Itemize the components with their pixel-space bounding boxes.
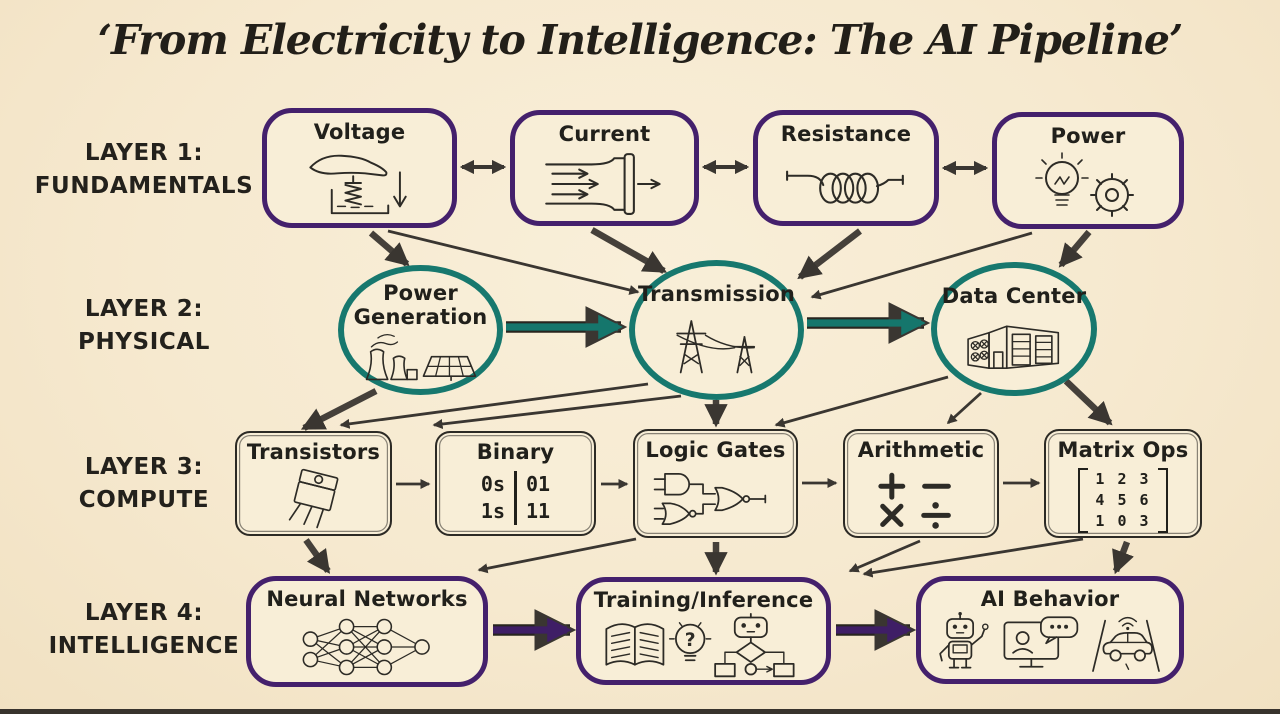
- bulb-question-mark: ?: [684, 630, 695, 651]
- layer-1-label: LAYER 1: FUNDAMENTALS: [18, 137, 270, 202]
- matrix-rows: 1 2 3 4 5 6 1 0 3: [1088, 468, 1157, 533]
- matrix-bracket-right: [1157, 468, 1168, 533]
- node-label: Matrix Ops: [1057, 438, 1189, 462]
- binary-cell: 0s: [480, 472, 505, 496]
- layer-4-line1: LAYER 4:: [84, 600, 204, 626]
- matrix-bracket-left: [1078, 468, 1089, 533]
- node-label-line2: Generation: [353, 305, 488, 330]
- node-matrix-ops: Matrix Ops 1 2 3 4 5 6 1 0 3: [1044, 429, 1202, 538]
- layer-4-line2: INTELLIGENCE: [48, 632, 240, 659]
- layer-2-label: LAYER 2: PHYSICAL: [18, 293, 270, 358]
- binary-right-column: 01 11: [514, 471, 559, 525]
- node-binary: Binary 0s 1s 01 11: [435, 431, 596, 536]
- cooling-towers-solar-panel-icon: [365, 334, 476, 382]
- binary-cell: 11: [526, 499, 551, 523]
- layer-3-line1: LAYER 3:: [84, 454, 204, 480]
- server-building-icon: [967, 325, 1060, 370]
- node-label: Voltage: [313, 120, 406, 144]
- lightbulb-gear-icon: [1035, 152, 1134, 217]
- node-label: Data Center: [941, 284, 1087, 308]
- node-label: Arithmetic: [857, 438, 985, 462]
- diagram-title: ‘From Electricity to Intelligence: The A…: [97, 16, 1184, 64]
- layer-1-line2: FUNDAMENTALS: [34, 172, 254, 199]
- pylon-towers-icon: [675, 320, 755, 374]
- node-data-center: Data Center: [931, 262, 1097, 396]
- layer-3-line2: COMPUTE: [78, 486, 210, 513]
- binary-left-column: 0s 1s: [472, 471, 514, 525]
- node-neural-networks: Neural Networks: [246, 576, 488, 687]
- node-current: Current: [510, 110, 699, 226]
- node-power: Power: [992, 112, 1184, 229]
- node-training-inference: Training/Inference ?: [576, 577, 831, 685]
- matrix-grid: 1 2 3 4 5 6 1 0 3: [1078, 468, 1168, 533]
- matrix-row: 4 5 6: [1095, 491, 1151, 509]
- robot-chat-car-icon: [939, 612, 1160, 672]
- plus-minus-times-divide-icon: [878, 472, 951, 529]
- node-label: AI Behavior: [980, 587, 1120, 611]
- flow-arrows-pipe-icon: [544, 152, 661, 215]
- hand-pressure-spring-water-icon: [308, 154, 407, 214]
- node-label: Resistance: [780, 122, 912, 146]
- and-or-gates-icon: [653, 473, 766, 525]
- node-label: Binary: [476, 440, 555, 464]
- layer-2-line2: PHYSICAL: [77, 328, 211, 355]
- node-transistors: Transistors: [235, 431, 392, 536]
- node-label: Power: [1050, 124, 1126, 148]
- node-label: Transistors: [246, 440, 381, 464]
- node-logic-gates: Logic Gates: [633, 429, 798, 538]
- node-arithmetic: Arithmetic: [843, 429, 999, 538]
- layer-3-label: LAYER 3: COMPUTE: [18, 451, 270, 516]
- transistor-package-icon: [288, 468, 338, 529]
- binary-cell: 1s: [480, 499, 505, 523]
- node-label: Transmission: [637, 282, 796, 306]
- neural-network-icon: [302, 618, 430, 675]
- node-transmission: Transmission: [629, 260, 804, 400]
- node-label-line1: Power: [383, 281, 458, 305]
- node-label: Training/Inference: [593, 588, 814, 612]
- node-label: Current: [558, 122, 651, 146]
- node-resistance: Resistance: [753, 110, 939, 226]
- layer-2-line1: LAYER 2:: [84, 296, 204, 322]
- node-ai-behavior: AI Behavior: [916, 576, 1184, 684]
- node-voltage: Voltage: [262, 108, 457, 228]
- layer-4-label: LAYER 4: INTELLIGENCE: [18, 597, 270, 662]
- node-power-generation: Power Generation: [338, 265, 503, 395]
- node-label: Power Generation: [354, 271, 488, 329]
- book-bulb-robot-flowchart-icon: ?: [604, 613, 795, 678]
- bottom-edge-bar: [0, 709, 1280, 714]
- node-label: Neural Networks: [266, 587, 468, 611]
- matrix-row: 1 2 3: [1095, 470, 1151, 488]
- node-label: Logic Gates: [645, 438, 786, 462]
- wire-coil-icon: [786, 170, 904, 204]
- binary-cell: 01: [526, 472, 551, 496]
- layer-1-line1: LAYER 1:: [84, 140, 204, 166]
- binary-table: 0s 1s 01 11: [472, 471, 559, 525]
- matrix-row: 1 0 3: [1095, 512, 1151, 530]
